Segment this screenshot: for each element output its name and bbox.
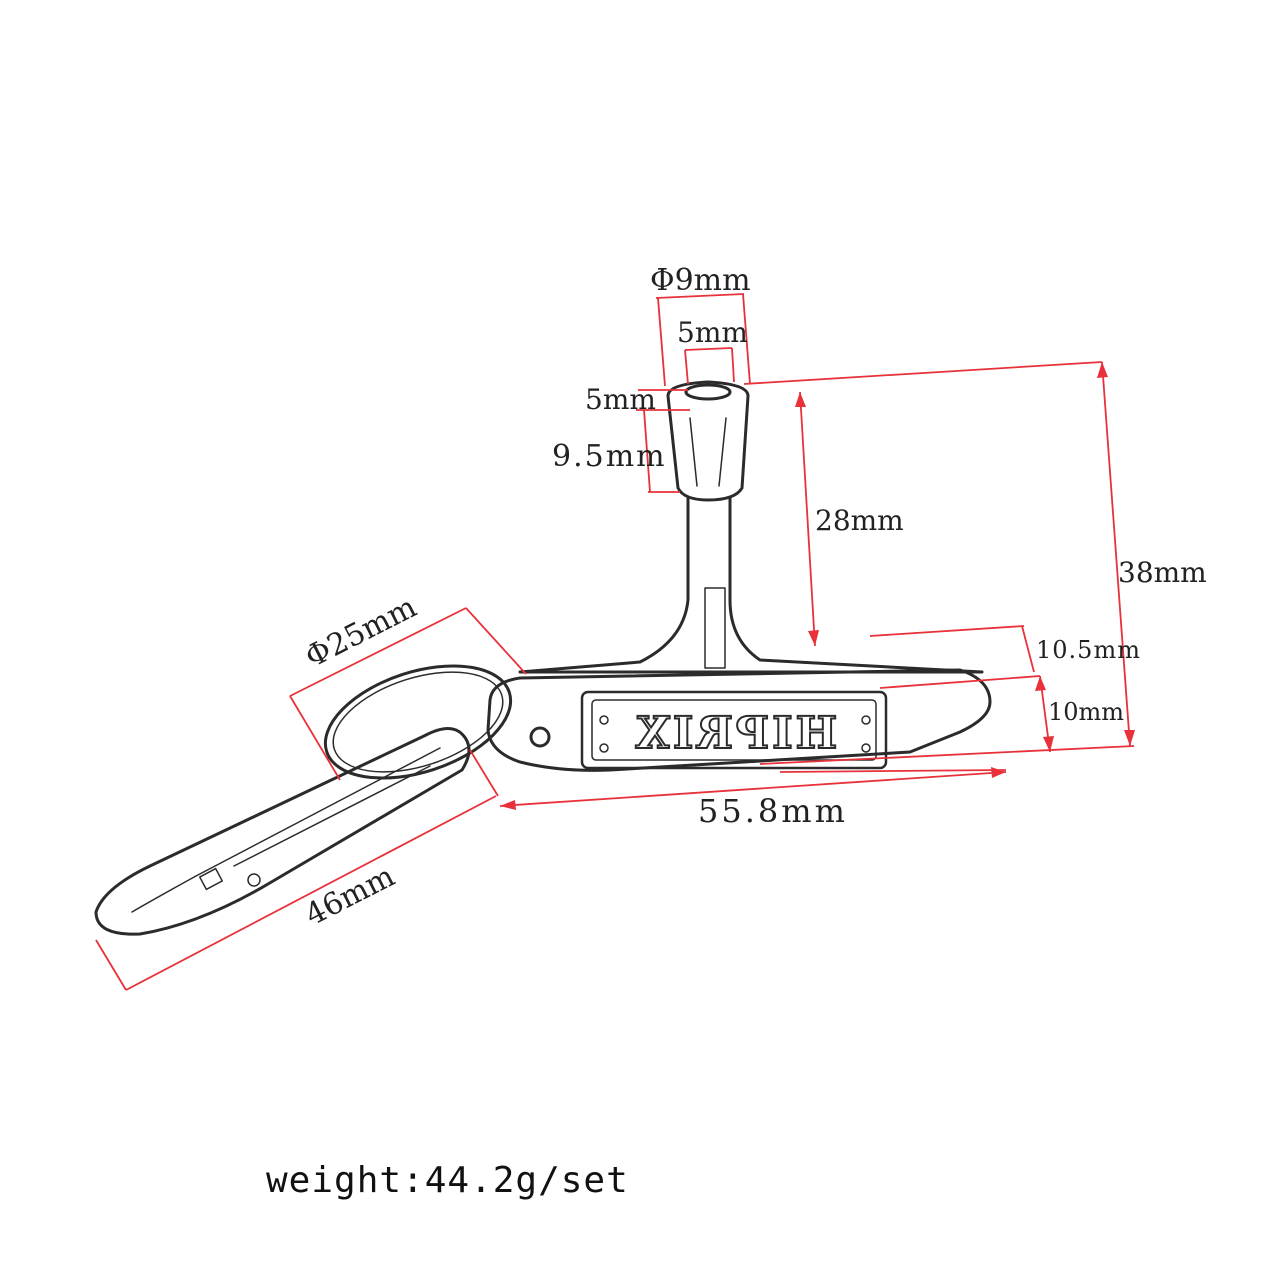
brand-emboss: HIPRIX	[633, 708, 838, 759]
label-ring-diameter: Φ25mm	[300, 590, 423, 676]
weight-label: weight:44.2g/set	[266, 1160, 629, 1201]
label-socket-length: 9.5mm	[552, 439, 667, 474]
label-handle-thickness: 10mm	[1048, 698, 1124, 726]
label-socket-inner-depth: 5mm	[585, 383, 656, 416]
label-shaft-length: 28mm	[815, 504, 904, 537]
drum-key-sketch	[94, 380, 992, 936]
label-handle-length: 55.8mm	[698, 792, 848, 830]
label-clip-length: 46mm	[300, 859, 401, 933]
label-handle-width: 10.5mm	[1036, 636, 1141, 664]
label-total-height: 38mm	[1118, 556, 1207, 589]
dimension-lines	[95, 293, 1135, 991]
label-socket-outer-diameter: Φ9mm	[650, 263, 751, 298]
dimension-arrowheads	[500, 362, 1135, 810]
label-socket-inner-width: 5mm	[677, 316, 748, 349]
